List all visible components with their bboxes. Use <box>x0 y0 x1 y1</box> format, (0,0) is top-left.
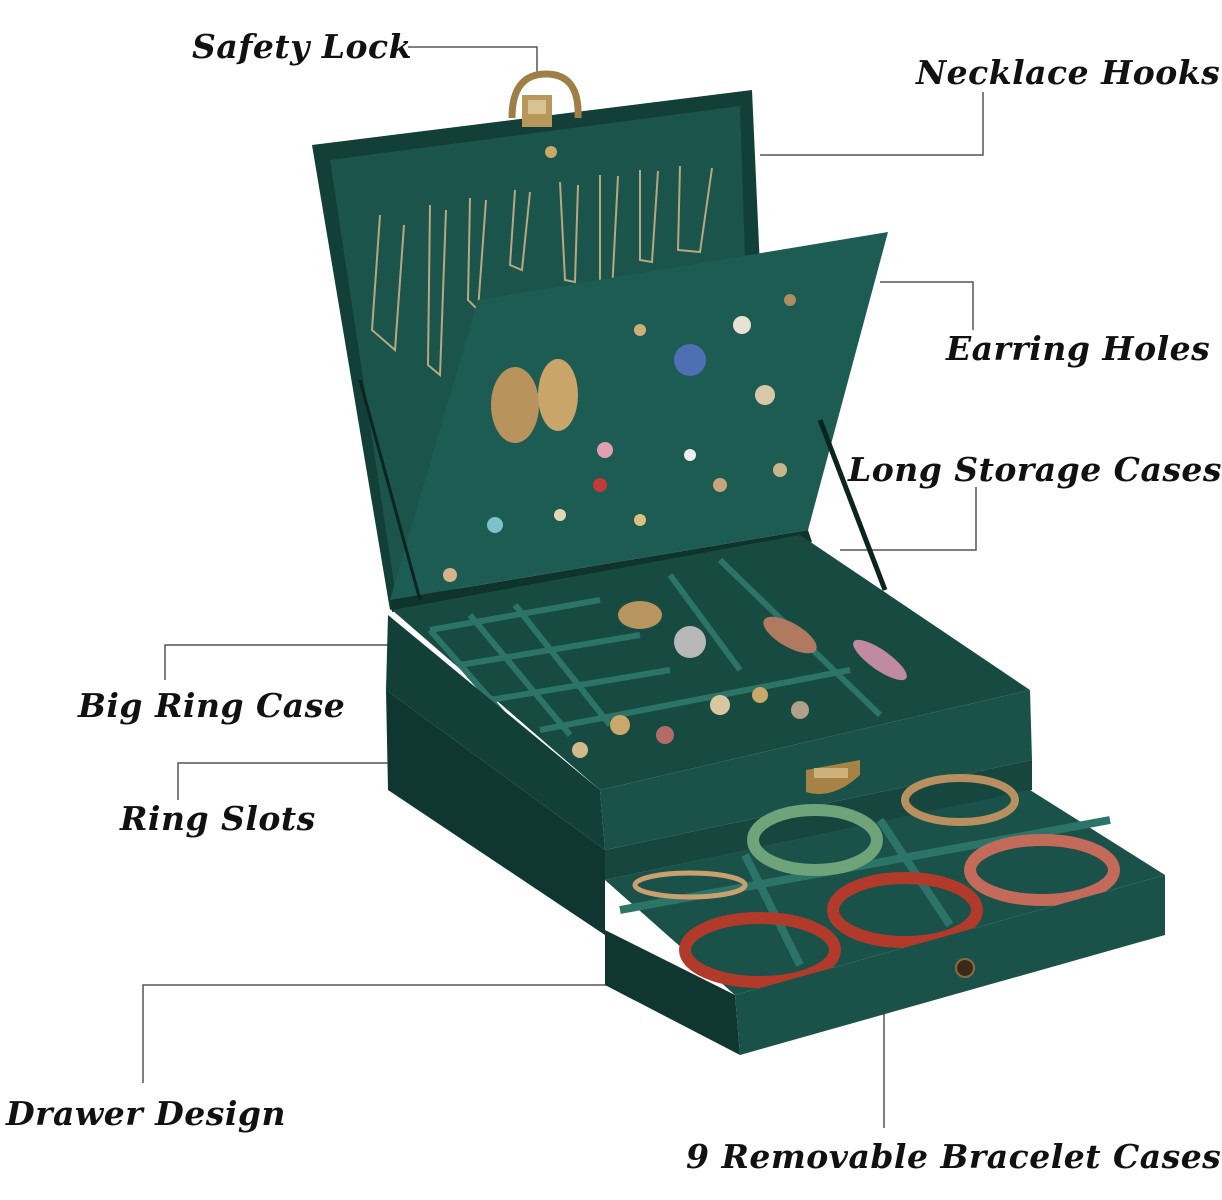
label-safety-lock: Safety Lock <box>192 27 412 66</box>
leader-line-long-storage <box>840 487 977 551</box>
front-clasp <box>806 760 860 794</box>
bangles <box>632 774 1120 988</box>
label-ring-slots: Ring Slots <box>120 799 316 838</box>
leader-lines <box>142 46 984 1128</box>
label-big-ring-case: Big Ring Case <box>78 686 346 725</box>
leader-line-drawer-design <box>142 984 660 1083</box>
safety-lock <box>508 70 582 158</box>
drawer-face <box>735 875 1165 1055</box>
box-side-lower <box>605 760 1032 880</box>
label-long-storage-cases: Long Storage Cases <box>848 450 1222 489</box>
leader-line-earring-holes <box>880 281 974 330</box>
box-front-lower <box>386 690 605 935</box>
label-earring-holes: Earring Holes <box>946 329 1211 368</box>
leader-line-necklace-hooks <box>760 92 984 156</box>
leader-line-safety-lock <box>408 46 538 72</box>
earring-tray <box>390 232 888 600</box>
earrings <box>443 294 796 582</box>
label-bracelet-cases: 9 Removable Bracelet Cases <box>686 1137 1222 1176</box>
necklaces <box>370 165 713 378</box>
leader-line-ring-slots <box>177 762 420 800</box>
leader-line-big-ring-case <box>164 644 392 680</box>
ring-slots-tray <box>572 601 907 758</box>
box-front-upper <box>386 615 605 850</box>
label-necklace-hooks: Necklace Hooks <box>916 53 1221 92</box>
drawer-knob <box>955 958 975 978</box>
label-drawer-design: Drawer Design <box>6 1094 286 1133</box>
drawer-front <box>605 930 740 1055</box>
